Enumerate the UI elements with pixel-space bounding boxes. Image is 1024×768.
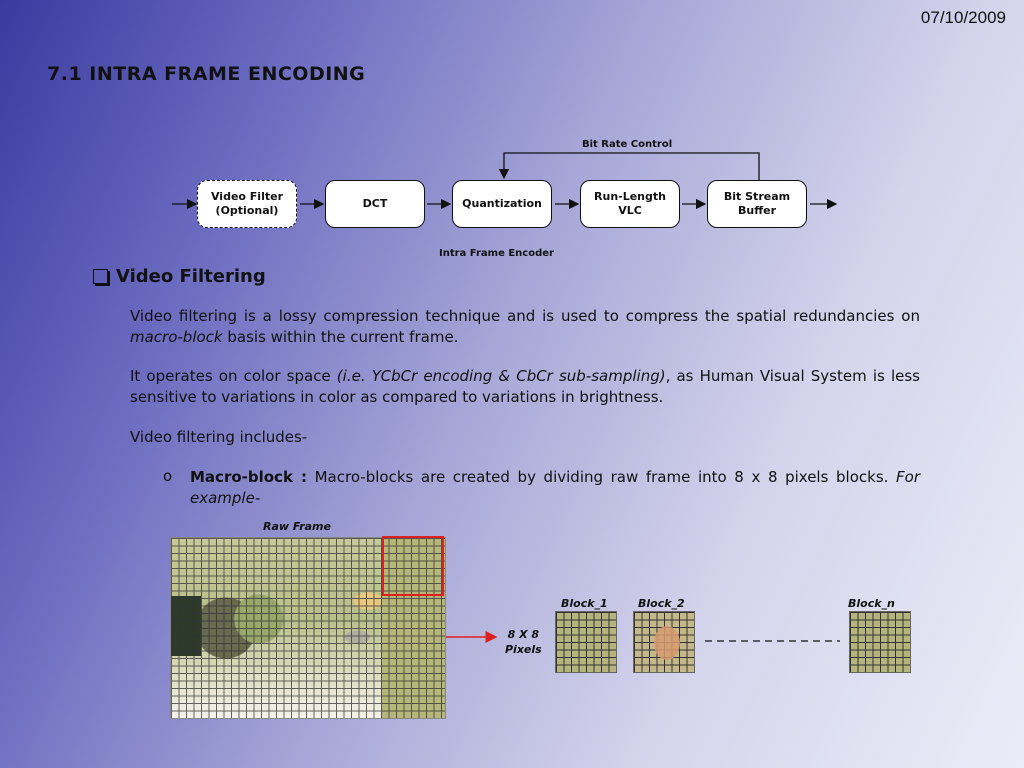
slide-date: 07/10/2009 bbox=[920, 8, 1006, 27]
section-heading: Video Filtering bbox=[93, 266, 266, 287]
pixel-grid bbox=[171, 538, 445, 718]
quantization-block: Quantization bbox=[452, 180, 552, 228]
list-bullet-marker: o bbox=[163, 467, 173, 485]
bit-rate-control-label: Bit Rate Control bbox=[582, 139, 673, 150]
bit-stream-buffer-block: Bit Stream Buffer bbox=[707, 180, 807, 228]
section-heading-text: Video Filtering bbox=[116, 266, 266, 287]
block-n-image bbox=[849, 611, 911, 673]
block-2-label: Block_2 bbox=[638, 597, 685, 610]
block-1-label: Block_1 bbox=[561, 597, 608, 610]
macro-block-highlight bbox=[382, 536, 444, 596]
encoder-caption: Intra Frame Encoder bbox=[439, 248, 554, 259]
checkbox-bullet-icon bbox=[93, 269, 108, 284]
pixels-label: 8 X 8 Pixels bbox=[505, 628, 542, 656]
run-length-vlc-block: Run-Length VLC bbox=[580, 180, 680, 228]
video-filter-block: Video Filter (Optional) bbox=[197, 180, 297, 228]
macro-block-list-item: Macro-block : Macro-blocks are created b… bbox=[190, 468, 921, 507]
block-2-image bbox=[633, 611, 695, 673]
raw-frame-image bbox=[170, 537, 446, 719]
raw-frame-label: Raw Frame bbox=[263, 520, 331, 533]
block-1-image bbox=[555, 611, 617, 673]
bit-rate-feedback-loop bbox=[498, 152, 760, 180]
dct-block: DCT bbox=[325, 180, 425, 228]
paragraph-includes: Video filtering includes- bbox=[130, 428, 308, 446]
slide-title: 7.1 INTRA FRAME ENCODING bbox=[47, 63, 366, 85]
block-n-label: Block_n bbox=[848, 597, 895, 610]
paragraph-color-space: It operates on color space (i.e. YCbCr e… bbox=[130, 367, 920, 406]
paragraph-lossy-compression: Video filtering is a lossy compression t… bbox=[130, 307, 920, 346]
